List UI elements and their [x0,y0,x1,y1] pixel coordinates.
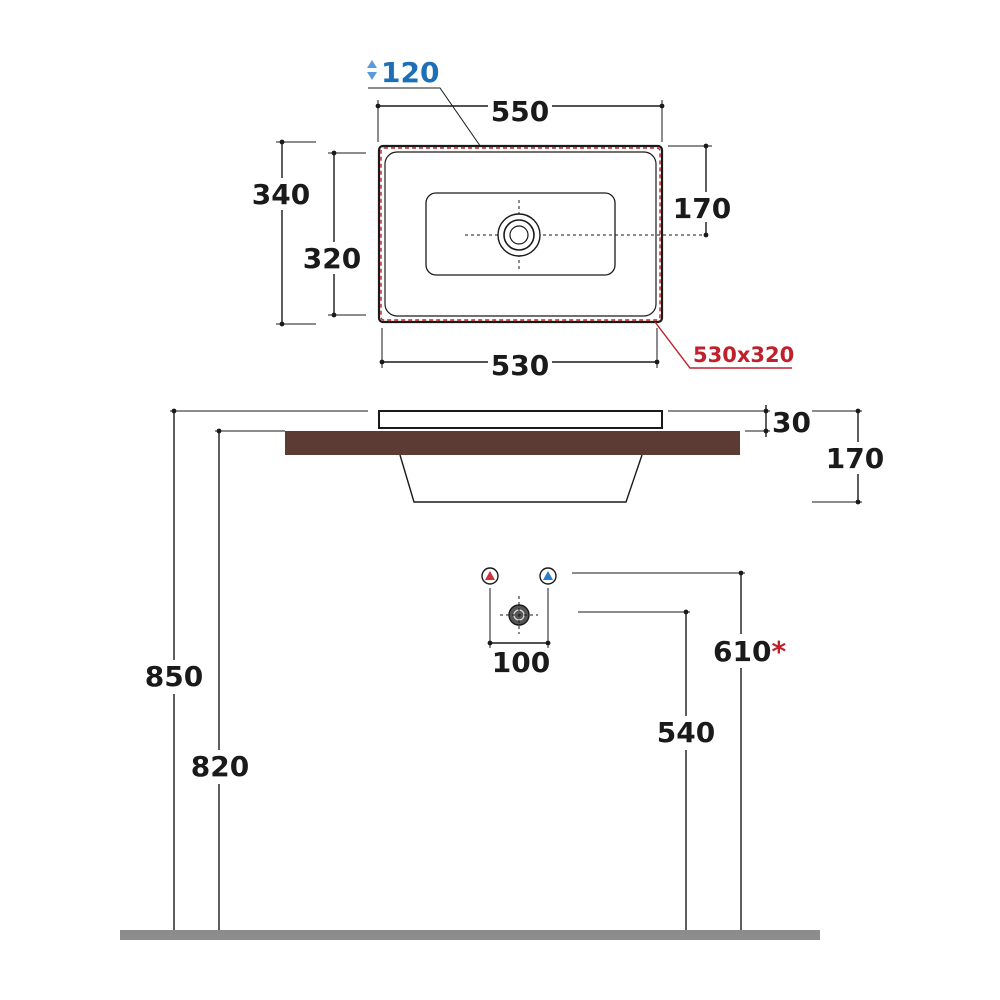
dim-rim-height: 30 [668,405,811,439]
thickness-indicator: 120 [367,56,484,151]
top-view: 120 550 [252,56,794,382]
counter-bottom-height-label: 820 [191,750,249,783]
basin-inner-rim [384,151,657,317]
dim-depth-outer: 340 [252,139,316,327]
cutout-label: 530x320 [693,343,794,367]
width-cutout-label: 530 [491,349,549,382]
cutout-callout: 530x320 [654,321,794,369]
up-down-arrow-icon [367,60,377,68]
countertop [285,431,740,455]
leader-line [368,87,484,151]
dim-drain-offset: 170 [668,143,732,238]
supply-note-marker: * [771,635,786,668]
width-outer-label: 550 [491,95,549,128]
dim-drain-height: 540 [578,609,717,932]
drain-height-label: 540 [657,716,715,749]
dim-counter-bottom-height: 820 [188,428,285,932]
total-height-label: 170 [826,442,884,475]
drain [465,200,710,272]
side-view: 30 170 850 820 [120,405,884,940]
dim-counter-top-height: 850 [143,408,368,932]
dim-supply-height: 610* [572,570,786,932]
supply-height-label: 610 [713,635,771,668]
depth-cutout-label: 320 [303,242,361,275]
counter-top-height-label: 850 [145,660,203,693]
bowl-outline [425,192,616,276]
dim-total-height: 170 [812,408,884,505]
svg-text:610*: 610* [713,635,786,668]
cutout-outline [380,147,661,321]
dim-width-outer: 550 [375,92,665,142]
cold-water-icon [539,567,557,585]
basin-bowl [399,454,643,503]
dim-width-cutout: 530 [379,328,660,382]
waste-outlet-icon [500,596,538,634]
basin-rim [378,410,663,429]
thickness-label: 120 [381,56,439,89]
depth-outer-label: 340 [252,178,310,211]
rim-height-label: 30 [772,406,811,439]
hot-water-icon [481,567,499,585]
dim-depth-cutout: 320 [303,150,366,318]
valve-spacing-label: 100 [492,646,550,679]
supply-valves: 100 [481,567,557,679]
floor [120,930,820,940]
drain-offset-label: 170 [673,192,731,225]
